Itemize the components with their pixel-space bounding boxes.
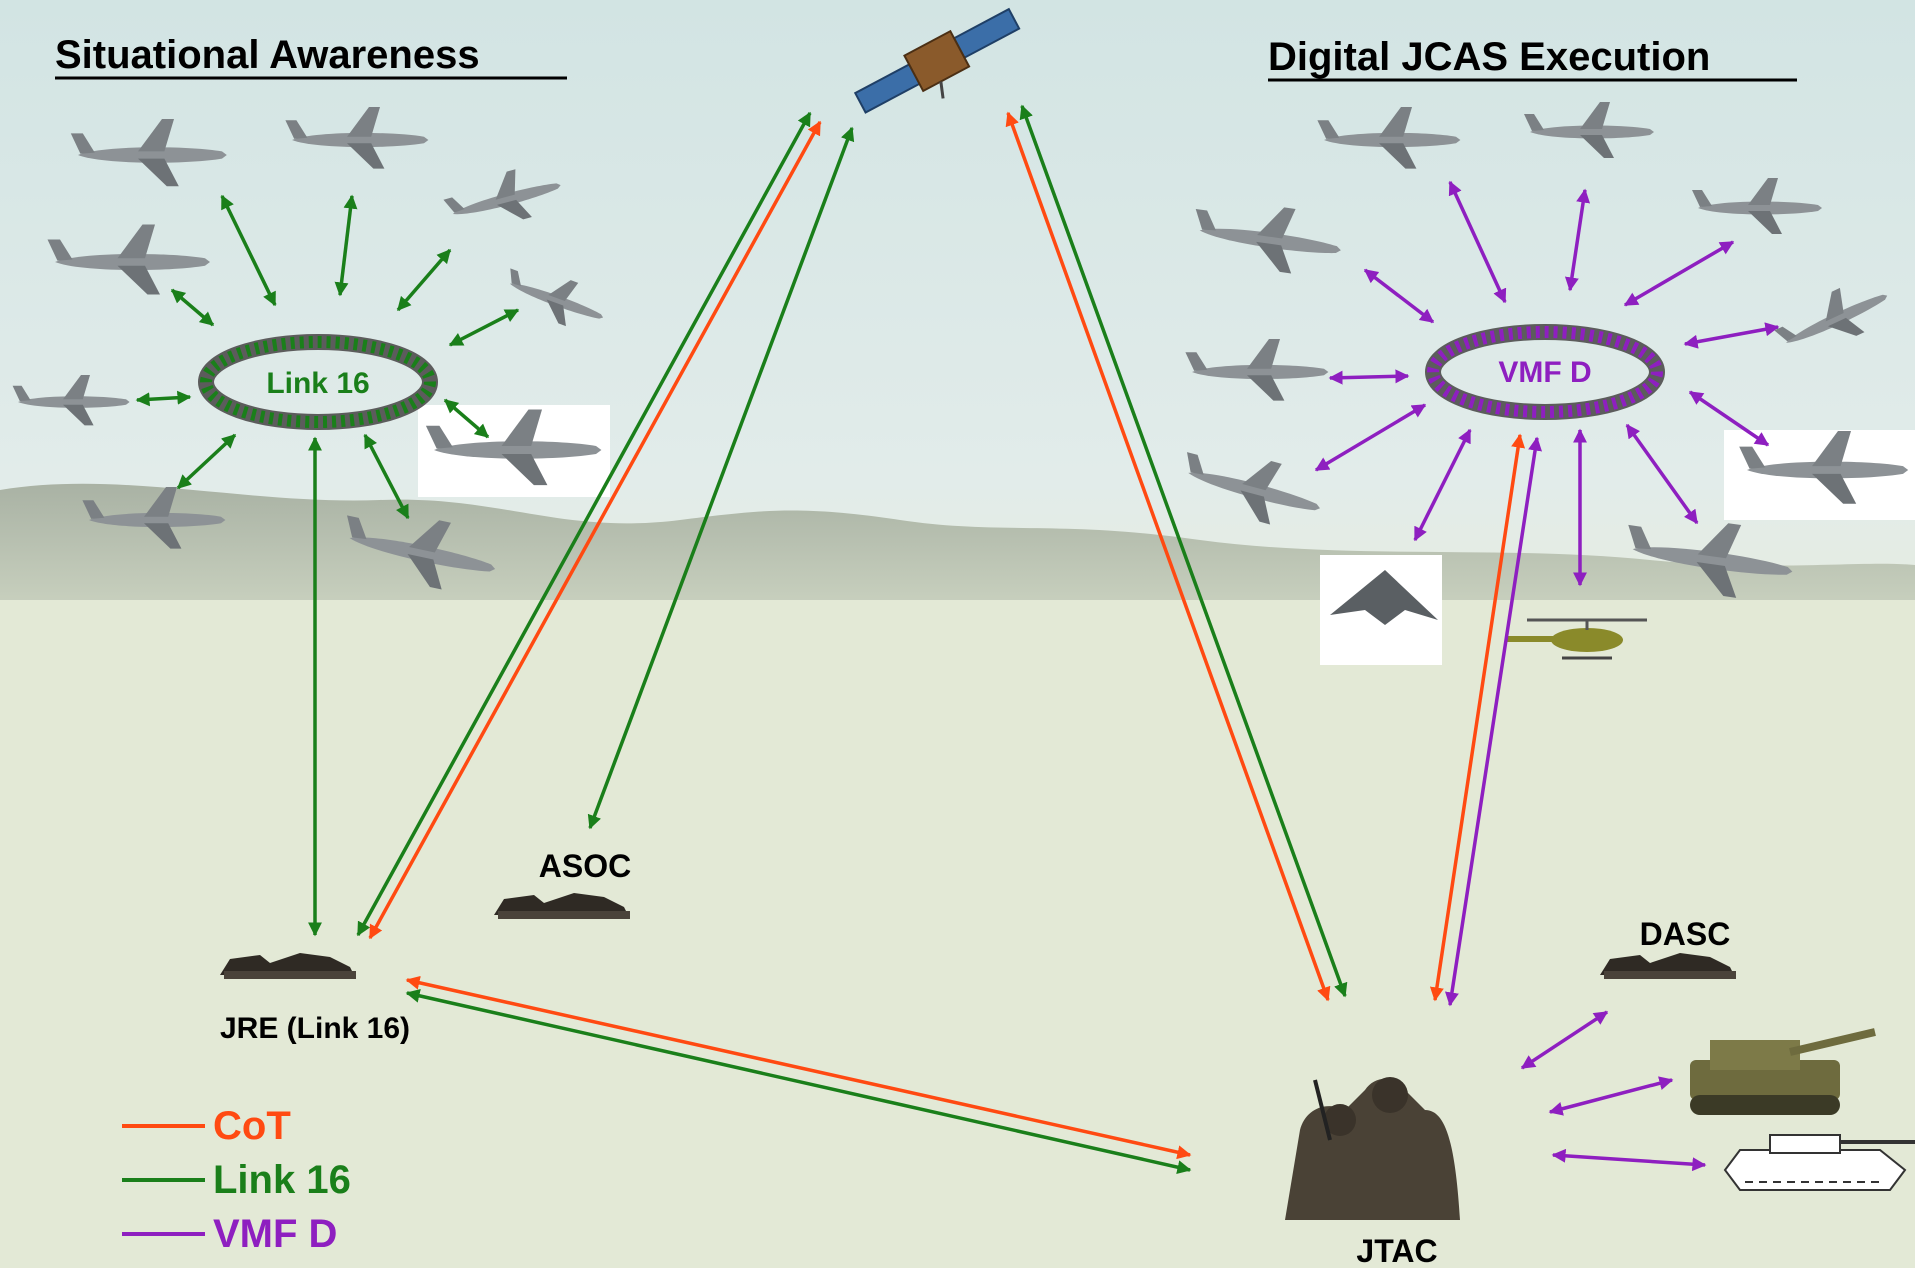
legend-item-vmfd: VMF D xyxy=(122,1212,337,1256)
jtac-fires-links xyxy=(1520,1010,1707,1172)
legend-cot-label: CoT xyxy=(213,1104,291,1148)
heading-right-text: Digital JCAS Execution xyxy=(1268,35,1710,79)
jtac-vmfd-ring-links xyxy=(1429,433,1543,1007)
asoc-satellite-link xyxy=(587,126,855,830)
jre-label: JRE (Link 16) xyxy=(220,1012,410,1045)
legend: CoT Link 16 VMF D xyxy=(122,1104,351,1256)
jre-jtac-links xyxy=(405,975,1192,1175)
legend-link16-label: Link 16 xyxy=(213,1158,351,1202)
legend-item-link16: Link 16 xyxy=(122,1158,351,1202)
satellite-icon xyxy=(853,7,1021,114)
link16-ring-label: Link 16 xyxy=(266,367,369,400)
aircraft-icon xyxy=(1330,570,1438,625)
legend-item-cot: CoT xyxy=(122,1104,291,1148)
heading-situational-awareness: Situational Awareness xyxy=(55,33,567,80)
soldiers-icon xyxy=(1285,1077,1460,1220)
dasc-label: DASC xyxy=(1640,916,1731,952)
asoc-label: ASOC xyxy=(539,848,631,884)
vmfd-spokes xyxy=(1314,180,1780,587)
legend-vmfd-label: VMF D xyxy=(213,1212,337,1256)
tank-icon xyxy=(1723,1134,1915,1191)
jtac-label: JTAC xyxy=(1356,1233,1437,1268)
heading-left-text: Situational Awareness xyxy=(55,33,480,77)
vmfd-ring: VMF D xyxy=(1425,324,1665,420)
vmfd-ring-label: VMF D xyxy=(1498,356,1591,389)
artillery-icon xyxy=(1690,1028,1876,1115)
heading-digital-jcas: Digital JCAS Execution xyxy=(1268,35,1797,82)
jtac-satellite-links xyxy=(1005,104,1348,1002)
